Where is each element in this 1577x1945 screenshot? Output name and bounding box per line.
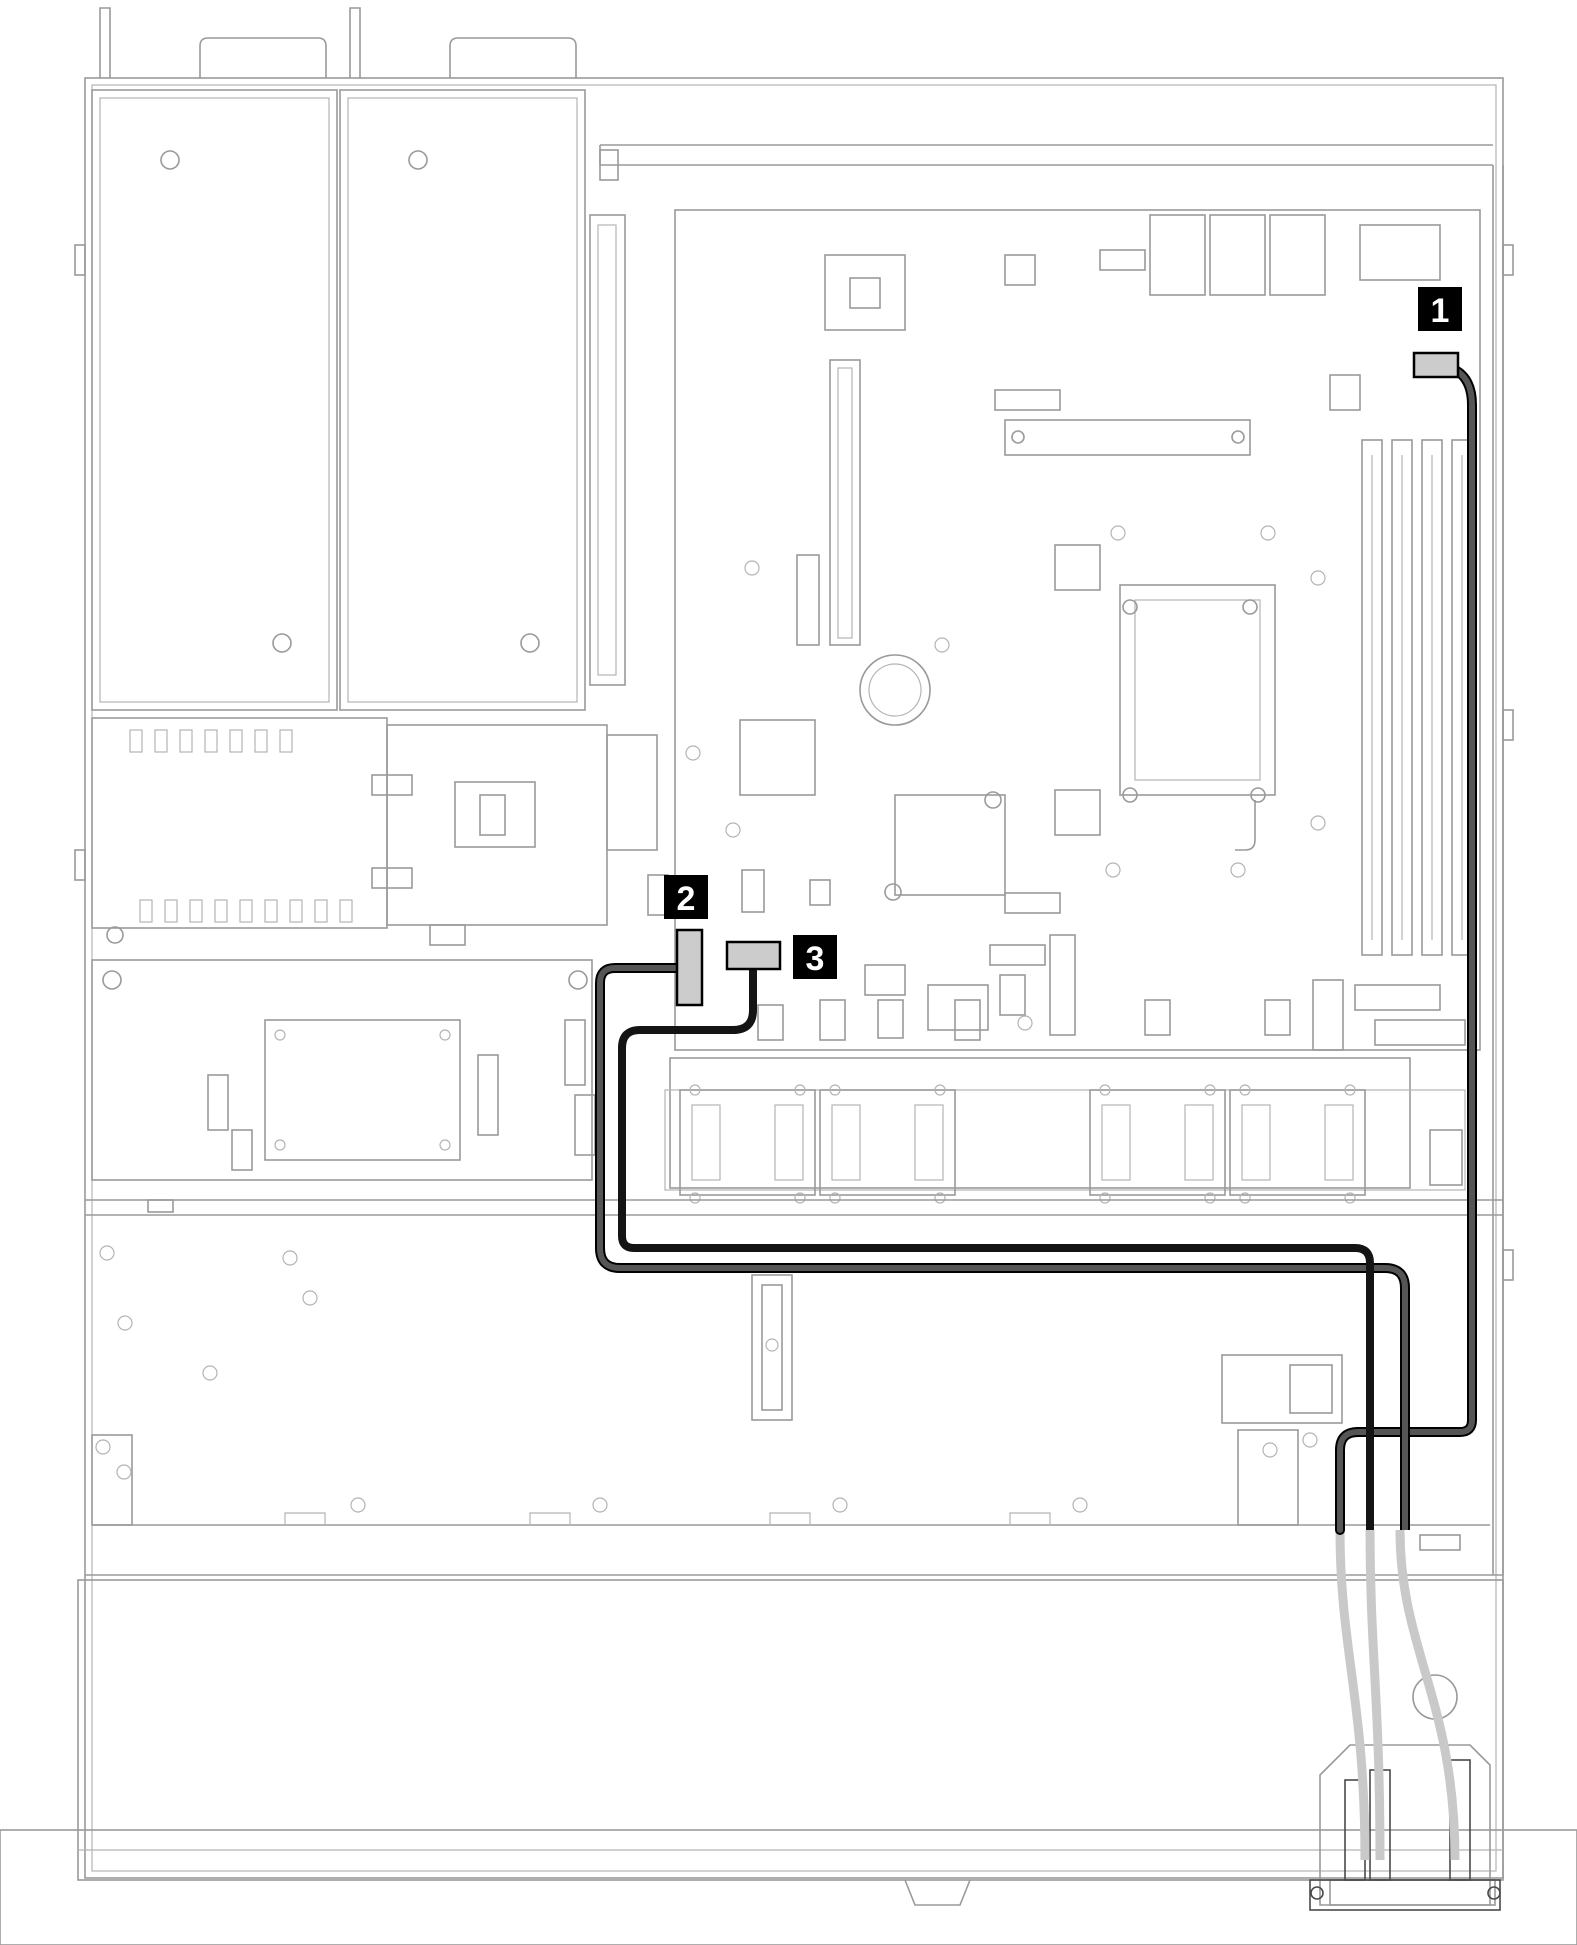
callout-label-2: 2 — [677, 880, 696, 918]
power-supply-1 — [91, 7, 338, 711]
fan-module — [1229, 1084, 1366, 1204]
front-io-assembly — [1309, 1674, 1501, 1911]
server-chassis — [74, 77, 1514, 1879]
callout-label-3: 3 — [806, 940, 825, 978]
system-board — [647, 209, 1481, 1051]
boot-drive-cage — [91, 717, 658, 946]
connector-3 — [725, 940, 782, 971]
power-supply-2 — [339, 7, 586, 711]
cable-to-connector-3 — [618, 965, 1374, 1530]
callout-badge-2: 2 — [664, 875, 708, 919]
callout-label-1: 1 — [1431, 292, 1450, 330]
connector-1 — [1412, 351, 1460, 379]
front-bezel — [0, 1579, 1577, 1945]
fan-module — [819, 1084, 956, 1204]
callout-badge-1: 1 — [1418, 287, 1462, 331]
pcie-riser — [589, 149, 626, 686]
connector-2 — [675, 928, 704, 1007]
fan-module — [1089, 1084, 1226, 1204]
front-io-flex-cables — [1335, 1529, 1460, 1861]
fan-cage — [664, 1057, 1466, 1204]
callout-badge-3: 3 — [793, 935, 837, 979]
fan-module — [679, 1084, 816, 1204]
drive-bay-area — [85, 1199, 1503, 1551]
power-distribution-board — [91, 959, 596, 1181]
